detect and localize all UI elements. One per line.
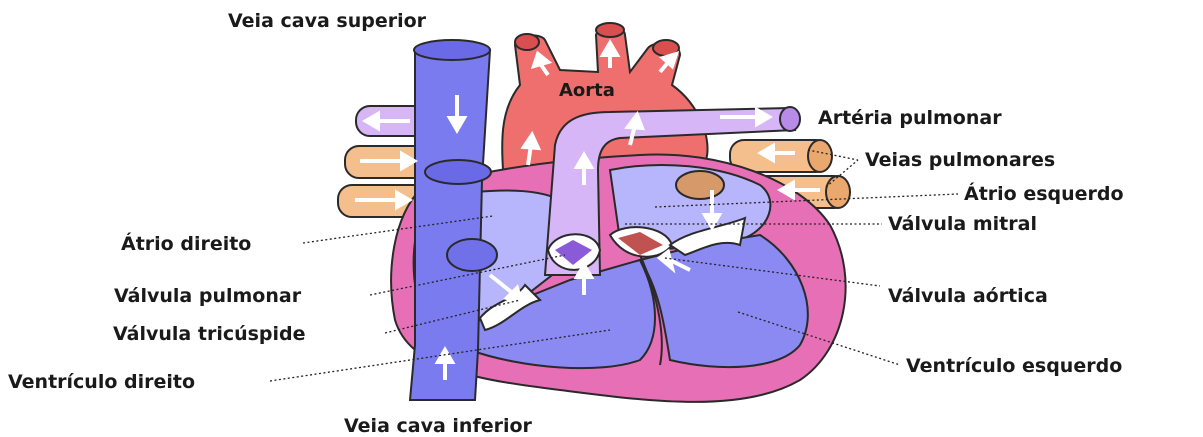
pulmonary-vein-opening	[676, 171, 724, 199]
label-veias-pulmonares: Veias pulmonares	[865, 149, 1055, 171]
label-ventriculo-esquerdo: Ventrículo esquerdo	[906, 355, 1122, 377]
label-aorta: Aorta	[559, 80, 615, 101]
label-atrio-esquerdo: Átrio esquerdo	[964, 182, 1124, 205]
label-veia-cava-inferior: Veia cava inferior	[344, 415, 533, 437]
label-valvula-tricuspide: Válvula tricúspide	[113, 323, 306, 345]
label-atrio-direito: Átrio direito	[121, 232, 251, 255]
label-valvula-mitral: Válvula mitral	[888, 213, 1037, 235]
pulmonary-valve	[548, 234, 600, 270]
label-ventriculo-direito: Ventrículo direito	[8, 371, 195, 393]
label-veia-cava-superior: Veia cava superior	[228, 10, 427, 32]
label-valvula-pulmonar: Válvula pulmonar	[114, 285, 302, 307]
label-valvula-aortica: Válvula aórtica	[888, 285, 1048, 307]
label-arteria-pulmonar: Artéria pulmonar	[818, 107, 1002, 129]
